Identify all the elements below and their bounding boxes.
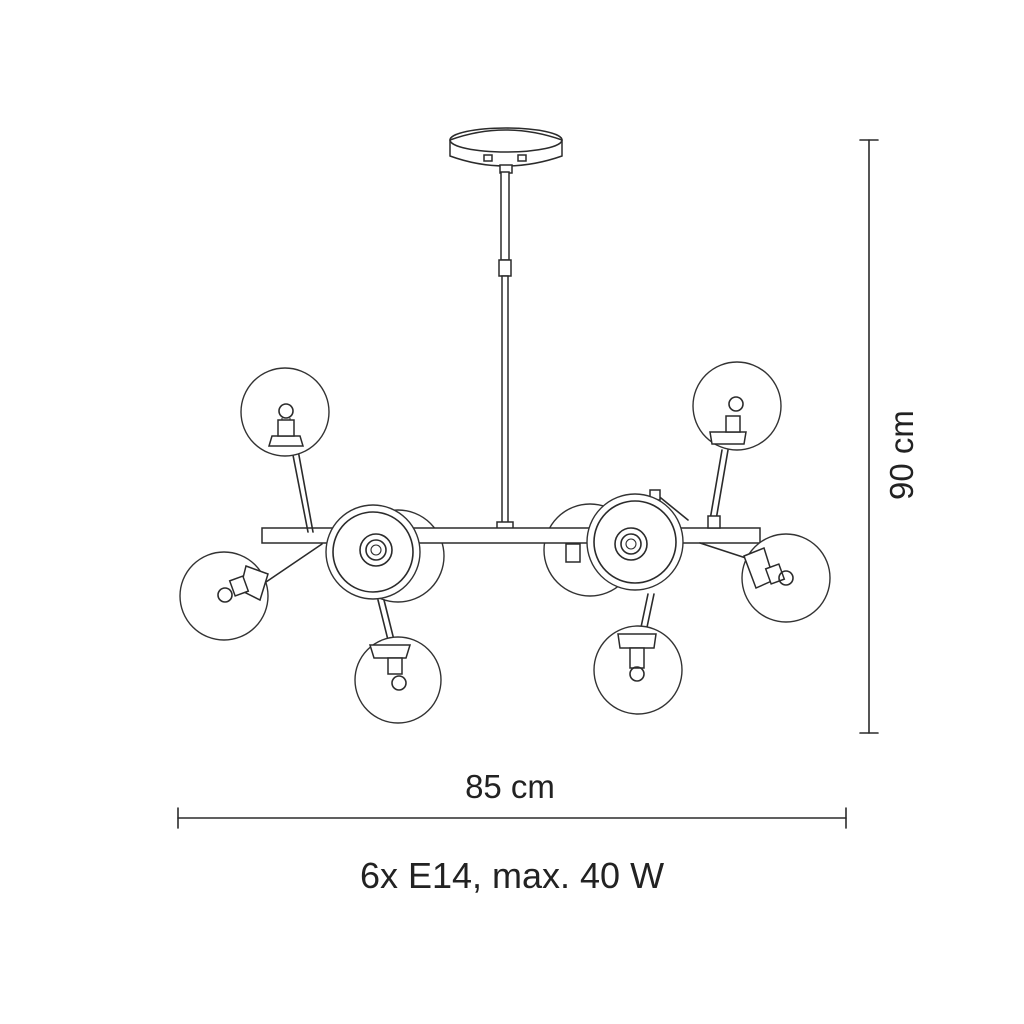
globe-left-outer	[179, 543, 323, 641]
bulb-specification: 6x E14, max. 40 W	[359, 855, 665, 896]
globe-right-outer	[649, 489, 831, 623]
globe-lower-right	[593, 593, 683, 715]
globe-front-right	[586, 493, 684, 591]
globe-lower-left	[354, 599, 442, 724]
globe-upper-left	[240, 367, 330, 533]
height-dimension-line	[859, 139, 879, 734]
width-dimension-line	[177, 807, 847, 829]
height-dimension-label: 90 cm	[883, 410, 920, 500]
suspension-rod	[496, 171, 514, 533]
globe-front-left	[325, 504, 421, 600]
back-right-socket	[565, 543, 581, 563]
width-dimension-label: 85 cm	[465, 768, 555, 805]
globe-upper-right	[692, 361, 782, 529]
ceiling-canopy	[449, 127, 563, 174]
